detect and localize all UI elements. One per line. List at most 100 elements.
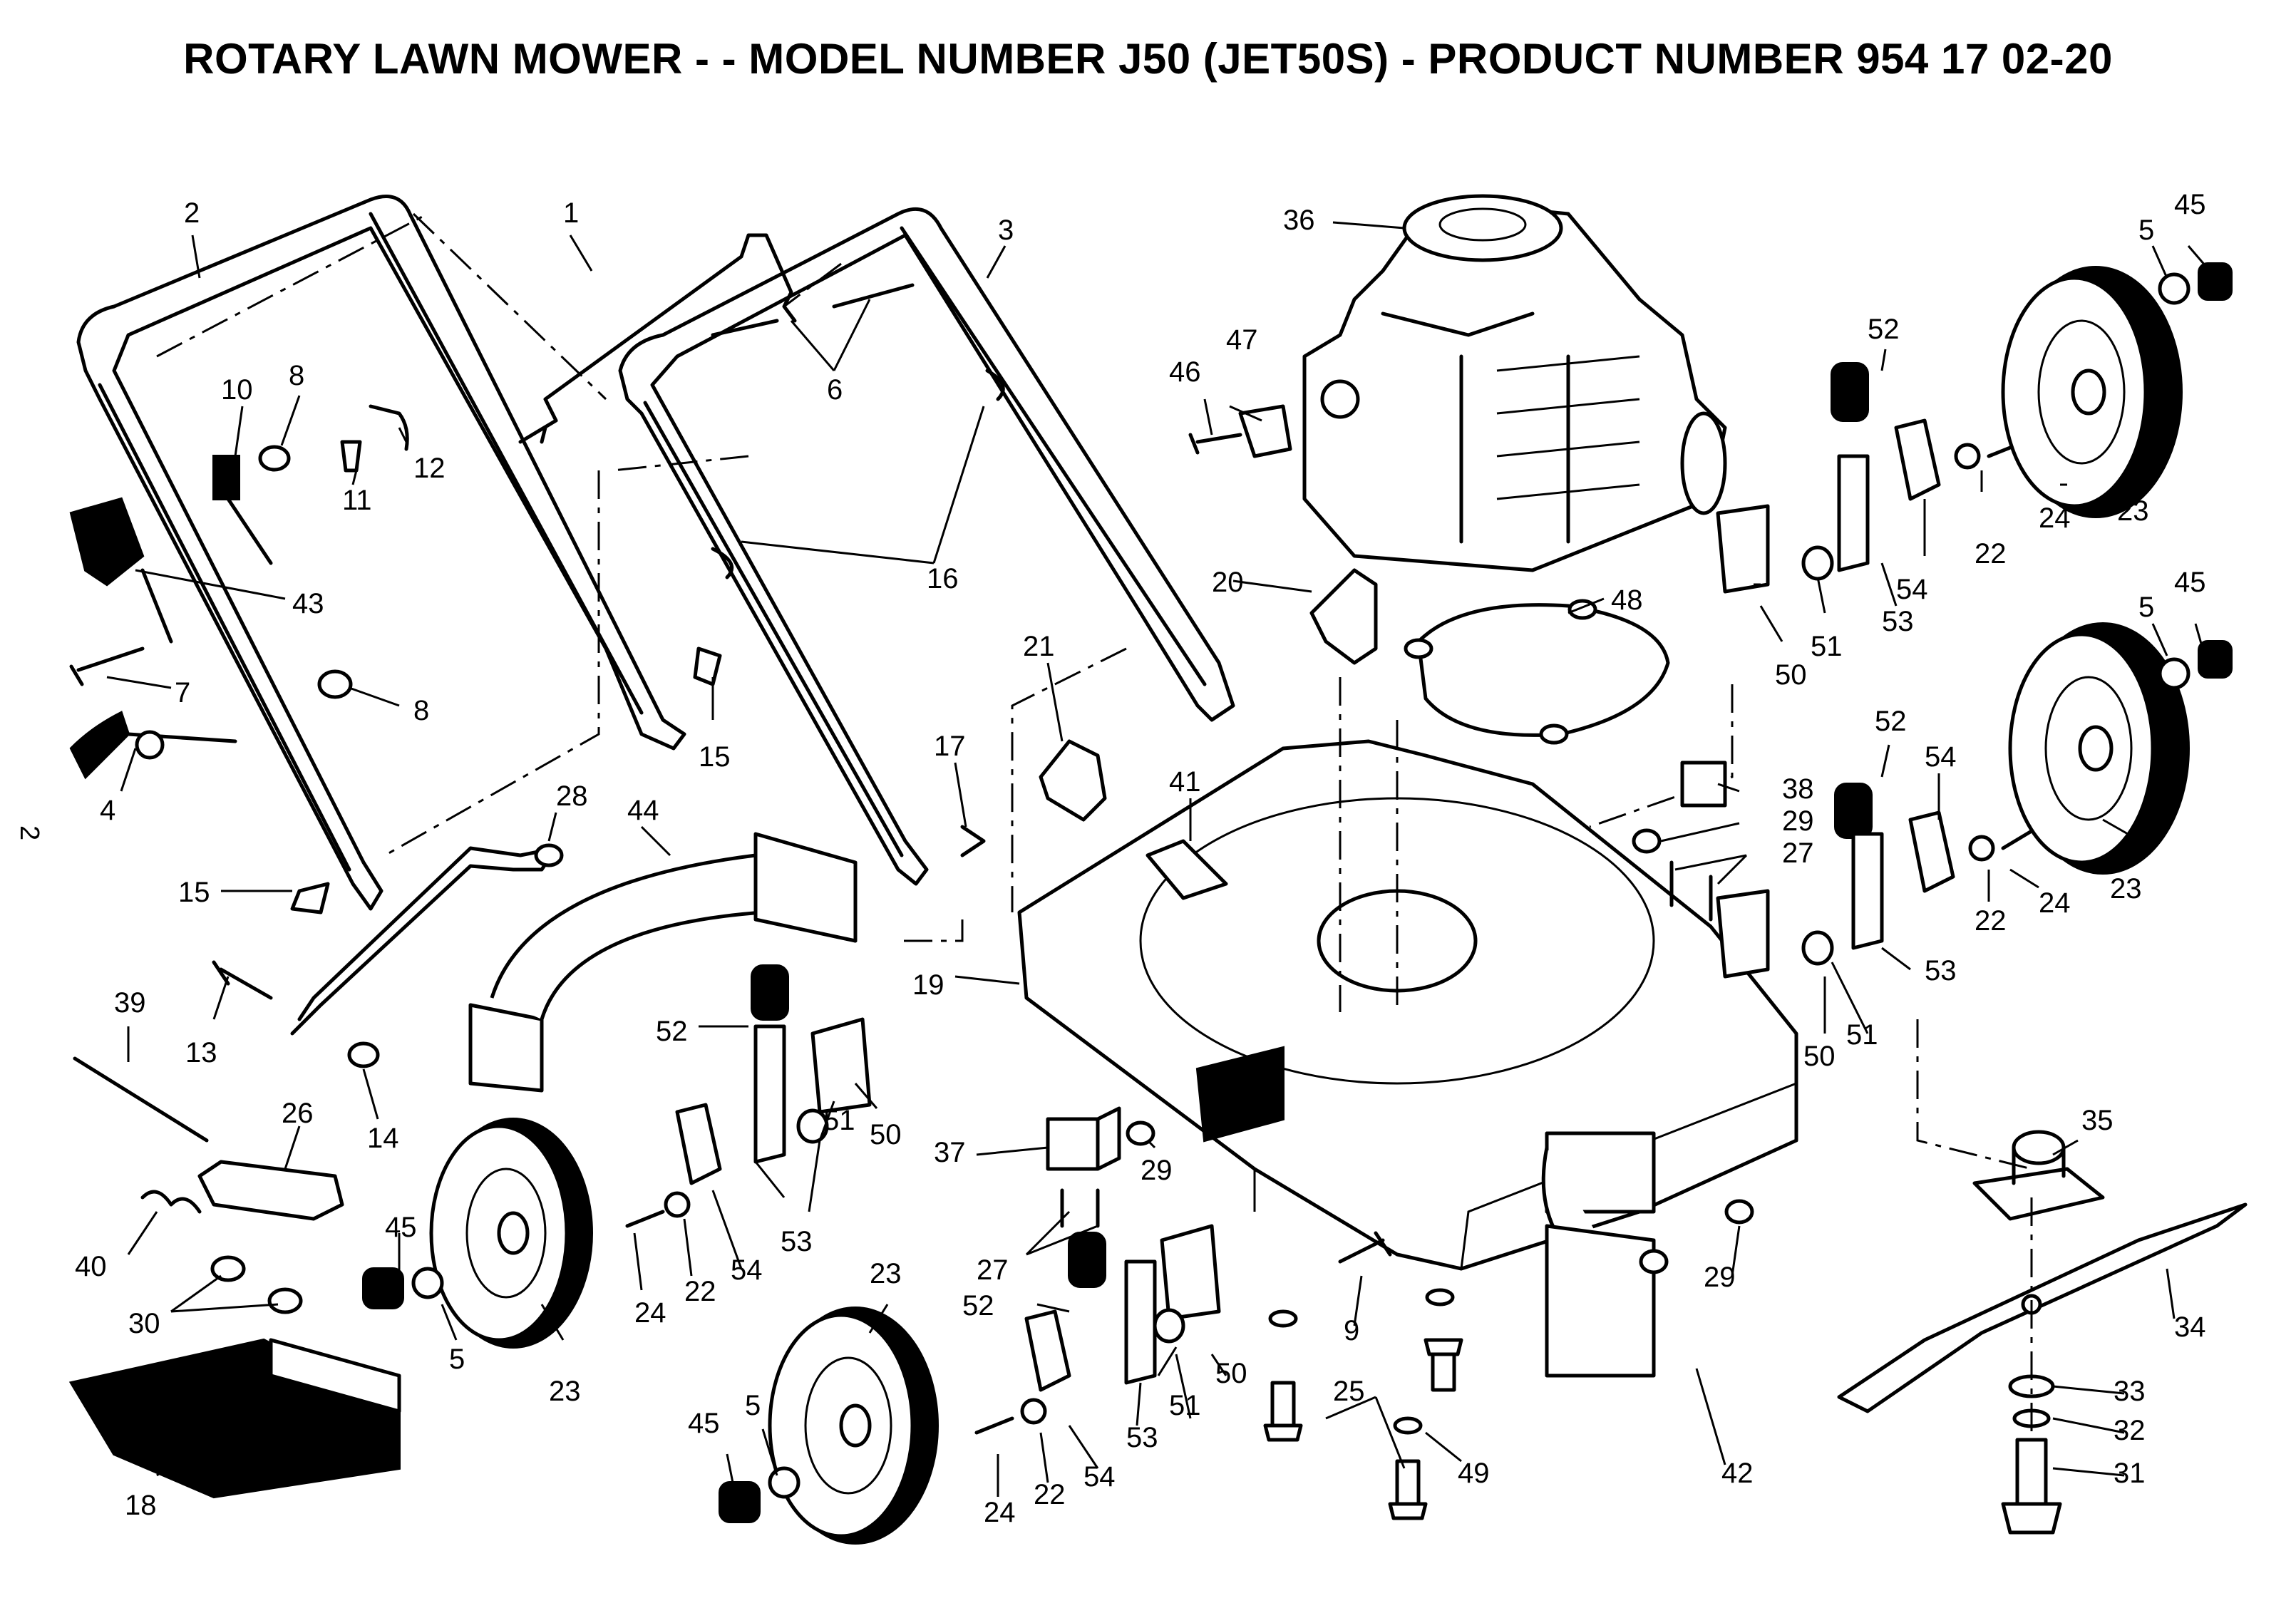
c-54a: 54 [1896,574,1928,605]
nuts-30 [210,1255,303,1314]
c-11: 11 [342,485,372,516]
pin-9 [1338,1231,1392,1264]
c-24c: 24 [634,1297,666,1329]
c-34: 34 [2174,1311,2206,1343]
c-52d: 52 [962,1290,994,1321]
c-53d: 53 [1126,1422,1158,1453]
wheel-lower [719,1307,939,1545]
c-10: 10 [221,374,253,406]
c-42: 42 [1721,1458,1754,1489]
ties-16 [711,369,1005,579]
c-22b: 22 [1975,905,2007,937]
bracket-20 [1309,568,1378,665]
nut-14 [347,1041,380,1068]
c-8a: 8 [289,360,304,391]
c-4: 4 [100,795,115,826]
bracket-21 [1039,739,1107,822]
c-38: 38 [1782,773,1814,805]
plug-41 [1146,839,1228,900]
discharge-chute-18 [68,1338,401,1499]
wing-nut-15b [693,646,722,686]
c-22d: 22 [1034,1479,1066,1510]
c-48: 48 [1611,584,1643,616]
bolts-27 [1060,860,1713,1228]
c-19: 19 [912,969,944,1001]
c-12: 12 [413,453,446,484]
c-26: 26 [282,1098,314,1129]
c-5b: 5 [2138,592,2154,623]
upper-handle-right [618,207,1235,886]
c-41: 41 [1169,766,1201,798]
adjuster-set-lower [974,1224,1221,1435]
bracket-26 [197,1160,344,1221]
c-31: 31 [2114,1458,2146,1489]
rod-39 [73,1056,209,1143]
c-50c: 50 [870,1119,902,1150]
engine-36 [1302,194,1727,572]
c-18: 18 [125,1490,157,1521]
c-14: 14 [367,1123,399,1154]
hairpin-17 [960,825,986,857]
bolt-7 [69,646,145,686]
c-24b: 24 [2039,887,2071,919]
wheel-left [362,1118,593,1349]
c-54b: 54 [1925,741,1957,773]
leader-lines [106,221,2211,1497]
c-51b: 51 [1846,1019,1878,1051]
c-23a: 23 [2117,495,2149,527]
c-20: 20 [1212,567,1244,598]
c-24d: 24 [984,1497,1016,1528]
c-3: 3 [998,215,1014,246]
c-45d: 45 [688,1408,720,1439]
deflector-48 [1404,599,1670,745]
c-5c: 5 [449,1344,465,1375]
c-32: 32 [2114,1415,2146,1446]
c-27b: 27 [977,1254,1009,1286]
c-50d: 50 [1215,1358,1247,1389]
wing-nut-15a [290,882,330,914]
spring-40 [140,1190,202,1214]
c-51a: 51 [1811,631,1843,662]
c-29a: 29 [1782,805,1814,837]
c-51d: 51 [1169,1390,1201,1421]
c-2: 2 [184,197,200,229]
c-24a: 24 [2039,503,2071,534]
c-5a: 5 [2138,215,2154,246]
c-5d: 5 [745,1390,761,1421]
c-52c: 52 [656,1016,688,1047]
washers-49 [1268,1288,1455,1435]
c-21: 21 [1023,631,1055,662]
lower-handle-left [76,195,686,911]
c-15a: 15 [699,741,731,773]
adjuster-set-mid-right [1716,783,2041,979]
c-27a: 27 [1782,838,1814,869]
c-6: 6 [827,374,843,406]
c-25: 25 [1333,1376,1365,1407]
baffle-44 [468,832,858,1093]
c-7: 7 [175,677,190,708]
c-15b: 15 [178,877,210,908]
blade-34 [1837,1202,2248,1413]
nut-8b [317,669,353,699]
handle-dashline-a [156,212,607,857]
adjuster-set-upper-right [1716,362,2027,594]
c-52b: 52 [1875,706,1907,737]
cable-clamp [69,497,173,644]
c-13: 13 [185,1037,217,1068]
c-54c: 54 [731,1254,763,1286]
c-35: 35 [2081,1105,2114,1136]
adjuster-set-left [625,964,872,1228]
bracket-47 [1238,404,1292,458]
c-1: 1 [563,197,579,229]
c-51c: 51 [823,1105,855,1136]
c-50b: 50 [1803,1041,1836,1072]
c-28: 28 [556,780,588,812]
deck-19 [1017,739,1798,1271]
c-53b: 53 [1925,955,1957,986]
handle-knob [69,711,237,780]
adapter-35 [1972,1130,2105,1221]
axle-rod-28 [290,843,564,1036]
c-23d: 23 [549,1376,581,1407]
c-30: 30 [128,1308,160,1339]
